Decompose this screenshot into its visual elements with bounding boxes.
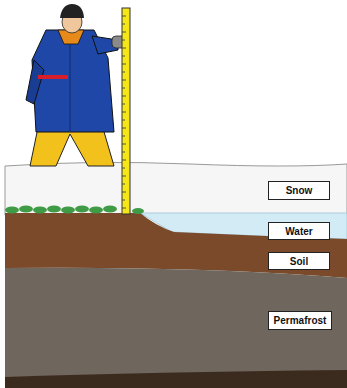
layer-name: Snow xyxy=(286,185,313,196)
layer-label-box: Water xyxy=(268,222,330,240)
snow-layer xyxy=(5,162,347,215)
bedrock-strip xyxy=(5,370,347,388)
measuring-ruler xyxy=(122,8,130,214)
layer-label-box: Permafrost xyxy=(268,311,332,330)
surveyor-figure xyxy=(26,4,126,166)
permafrost-layer xyxy=(5,268,347,377)
layer-name: Permafrost xyxy=(274,315,327,326)
layer-label-box: Soil xyxy=(268,252,330,270)
layer-name: Soil xyxy=(290,256,308,267)
layer-label-box: Snow xyxy=(268,181,330,200)
layer-name: Water xyxy=(285,226,312,237)
